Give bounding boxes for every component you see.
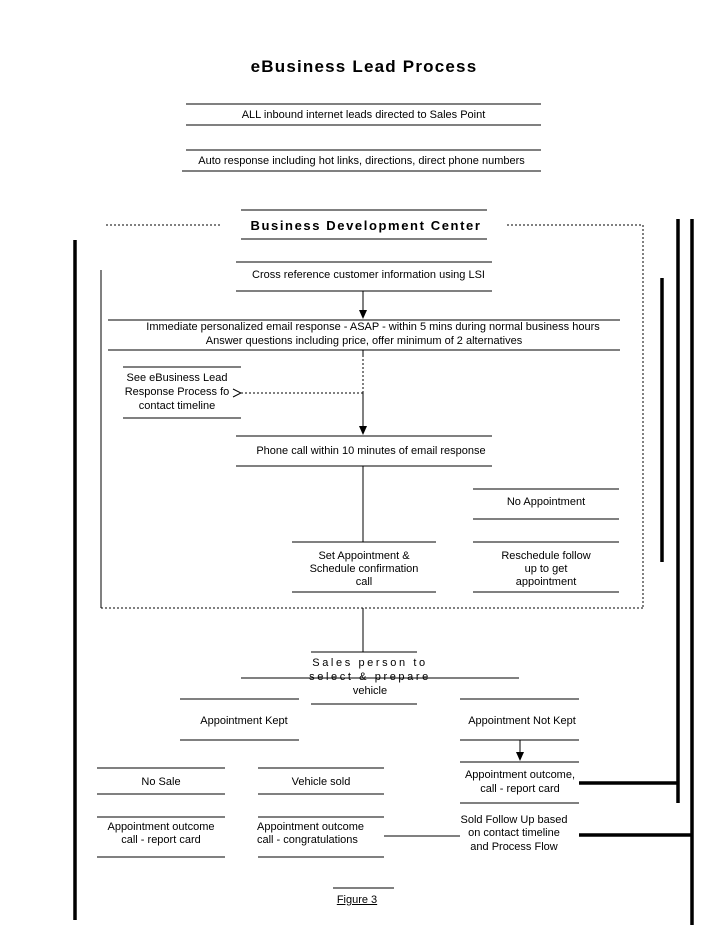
page-title: eBusiness Lead Process bbox=[250, 57, 478, 76]
phone-call-box: Phone call within 10 minutes of email re… bbox=[256, 445, 486, 457]
no-appointment-box: No Appointment bbox=[506, 496, 586, 508]
see-process-line3: contact timeline bbox=[138, 400, 216, 412]
outcome-sold-line1: Appointment outcome bbox=[257, 821, 365, 833]
reschedule-box: Reschedule follow up to get appointment bbox=[473, 548, 619, 587]
sales-person-line1: Sales person to bbox=[312, 657, 428, 669]
sales-person-line3: vehicle bbox=[352, 685, 388, 697]
vehicle-sold-box: Vehicle sold bbox=[291, 776, 351, 788]
email-response-line1: Immediate personalized email response - … bbox=[146, 321, 600, 333]
outcome-not-kept-line2: call - report card bbox=[480, 783, 560, 795]
reschedule-line1: Reschedule follow bbox=[501, 550, 591, 562]
auto-response-box: Auto response including hot links, direc… bbox=[198, 155, 525, 167]
outcome-not-kept-line1: Appointment outcome, bbox=[464, 769, 576, 781]
outcome-sold-line2: call - congratulations bbox=[257, 834, 358, 846]
appointment-not-kept-box: Appointment Not Kept bbox=[468, 715, 576, 727]
set-appointment-box: Set Appointment & Schedule confirmation … bbox=[292, 548, 436, 587]
cross-reference-box: Cross reference customer information usi… bbox=[252, 269, 485, 281]
outcome-no-sale-line2: call - report card bbox=[121, 834, 201, 846]
set-appointment-line1: Set Appointment & bbox=[318, 550, 410, 562]
sold-follow-up-line2: on contact timeline bbox=[468, 827, 560, 839]
see-process-line2: Response Process fo bbox=[124, 386, 230, 398]
set-appointment-line2: Schedule confirmation bbox=[309, 563, 419, 575]
inbound-leads-box: ALL inbound internet leads directed to S… bbox=[241, 109, 486, 121]
no-sale-box: No Sale bbox=[141, 776, 181, 788]
sold-follow-up-line1: Sold Follow Up based bbox=[460, 814, 568, 826]
see-process-line1: See eBusiness Lead bbox=[126, 372, 228, 384]
appointment-kept-box: Appointment Kept bbox=[200, 715, 288, 727]
sales-person-line2: select & prepare bbox=[309, 671, 431, 683]
bdc-heading: Business Development Center bbox=[250, 218, 482, 233]
outcome-no-sale-line1: Appointment outcome bbox=[107, 821, 215, 833]
reschedule-line2: up to get bbox=[524, 563, 568, 575]
sold-follow-up-line3: and Process Flow bbox=[470, 841, 558, 853]
email-response-line2: Answer questions including price, offer … bbox=[205, 335, 523, 347]
figure-label: Figure 3 bbox=[336, 894, 378, 906]
set-appointment-line3: call bbox=[355, 576, 373, 587]
reschedule-line3: appointment bbox=[515, 576, 577, 587]
